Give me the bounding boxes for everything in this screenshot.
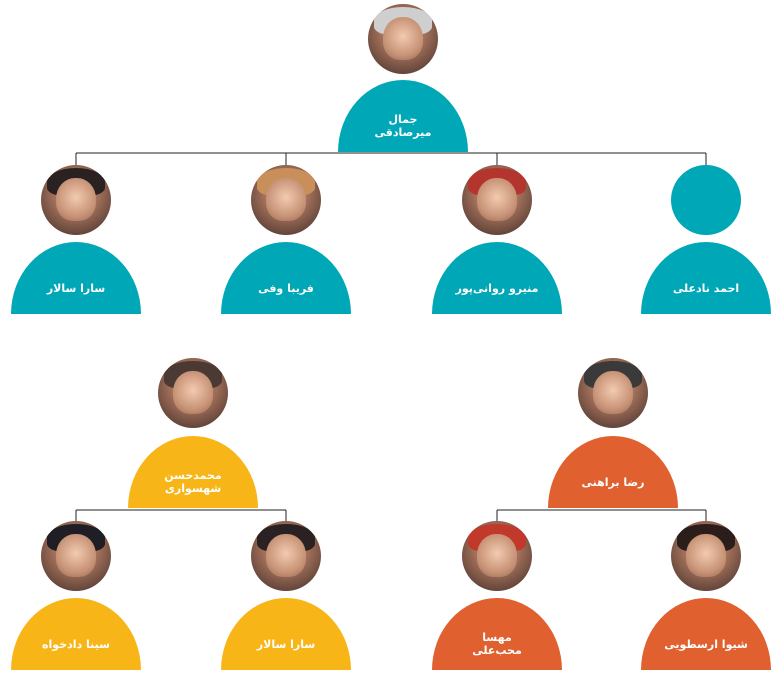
left-child-name-1: سینا دادخواه [42, 637, 110, 651]
child-avatar-1 [41, 165, 111, 235]
root-name-top: جمال میرصادقی [374, 113, 432, 139]
root-name-right: رضا براهنی [581, 475, 645, 489]
root-avatar-top [368, 4, 438, 74]
right-child-avatar-2 [671, 521, 741, 591]
root-avatar-right [578, 358, 648, 428]
child-avatar-4 [671, 165, 741, 235]
right-child-avatar-1 [462, 521, 532, 591]
root-name-left: محمدحسن شهسواری [164, 469, 222, 495]
child-avatar-2 [251, 165, 321, 235]
child-name-1: سارا سالار [46, 281, 106, 295]
root-avatar-left [158, 358, 228, 428]
left-child-avatar-1 [41, 521, 111, 591]
child-name-3: منیرو روانی‌پور [455, 281, 539, 295]
child-name-2: فریبا وفی [258, 281, 314, 295]
left-child-avatar-2 [251, 521, 321, 591]
child-name-4: احمد نادعلی [672, 281, 740, 295]
right-child-name-1: مهسا محب‌علی [472, 631, 522, 657]
child-avatar-3 [462, 165, 532, 235]
left-child-name-2: سارا سالار [256, 637, 316, 651]
right-child-name-2: شیوا ارسطویی [664, 637, 748, 651]
